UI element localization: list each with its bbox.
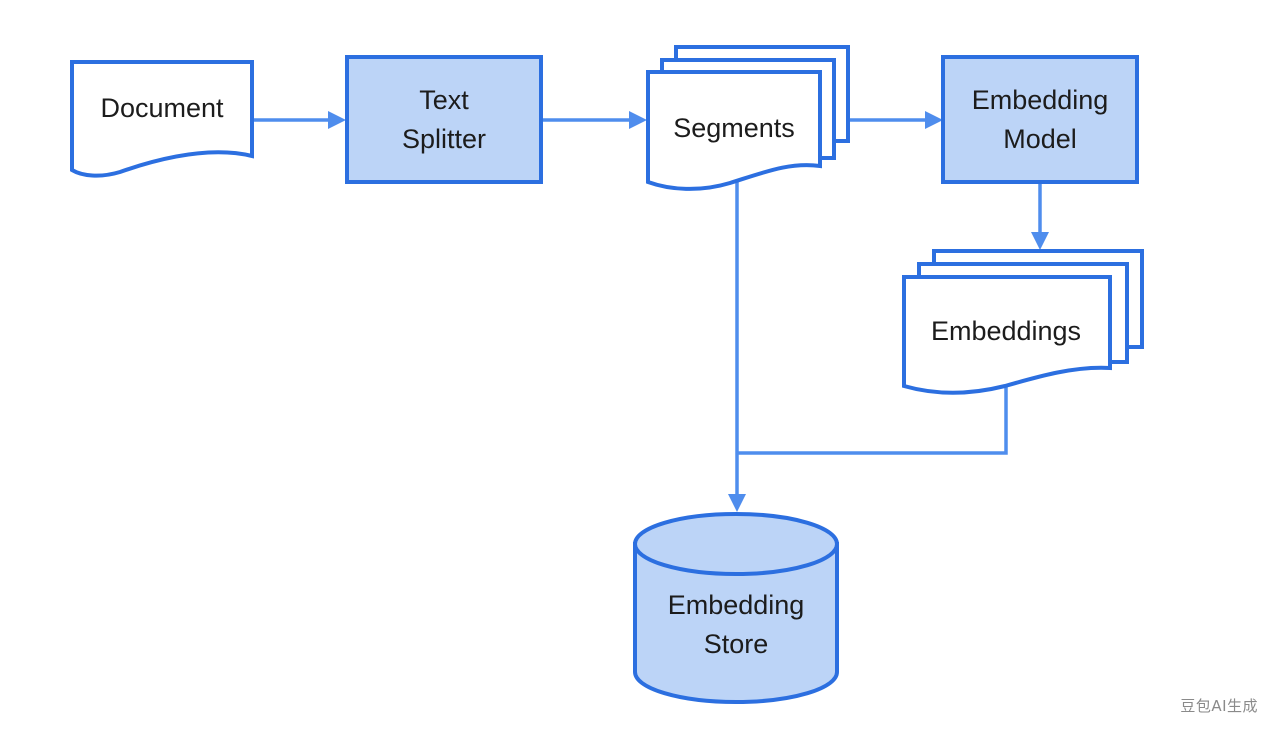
embedding-model-node: Embedding Model: [941, 55, 1139, 184]
edge-embeddings-to-store: [737, 386, 1008, 455]
document-node: Document: [70, 60, 254, 178]
segments-label: Segments: [673, 113, 795, 143]
arrowhead: [629, 111, 647, 129]
embedding-model-box: [941, 55, 1139, 184]
text-splitter-label-line2: Splitter: [402, 124, 486, 154]
embedding-store-top: [633, 512, 839, 576]
text-splitter-box: [345, 55, 543, 184]
embedding-store-label-line1: Embedding: [668, 590, 805, 620]
arrowhead: [925, 111, 943, 129]
embeddings-label: Embeddings: [931, 316, 1081, 346]
document-shape: [70, 60, 254, 178]
text-splitter-node: Text Splitter: [345, 55, 543, 184]
connectors: [252, 111, 1049, 512]
embedding-model-label-line1: Embedding: [972, 85, 1109, 115]
embedding-store-node: Embedding Store: [633, 512, 839, 704]
text-splitter-label-line1: Text: [419, 85, 469, 115]
embedding-model-label-line2: Model: [1003, 124, 1077, 154]
embedding-store-label-line2: Store: [704, 629, 769, 659]
segments-node: Segments: [646, 45, 850, 191]
arrowhead: [728, 494, 746, 512]
watermark: 豆包AI生成: [1180, 697, 1258, 715]
arrowhead: [1031, 232, 1049, 250]
embedding-store-body: [633, 542, 839, 704]
embeddings-node: Embeddings: [902, 249, 1144, 395]
segments-front-page: [646, 70, 822, 191]
arrowhead: [328, 111, 346, 129]
embeddings-front-page: [902, 275, 1112, 395]
document-label: Document: [100, 93, 224, 123]
